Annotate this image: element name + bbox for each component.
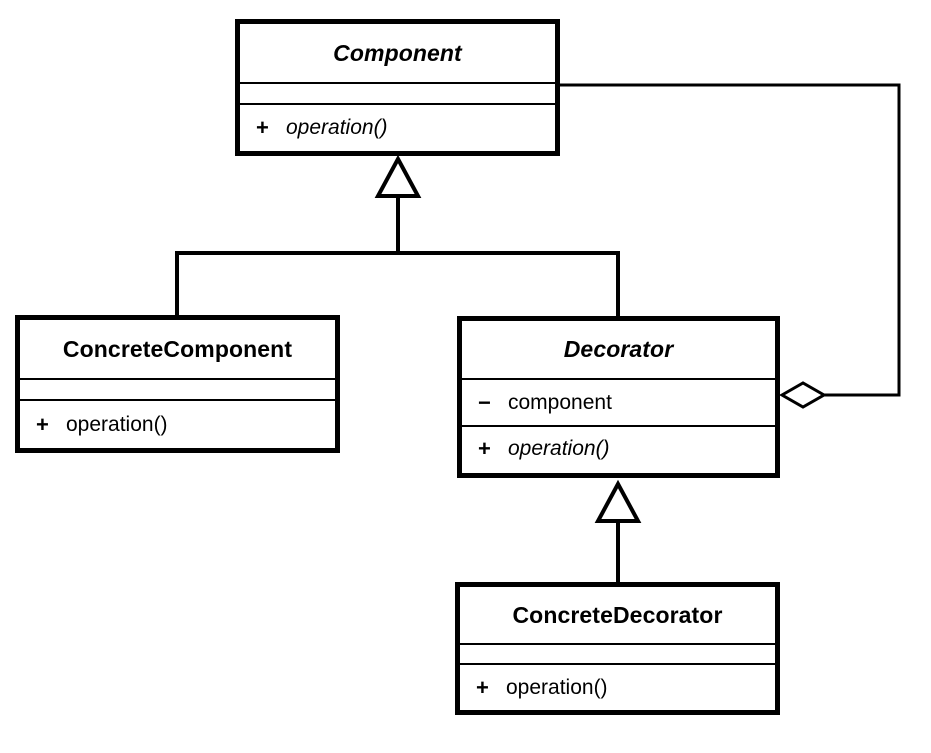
visibility-marker: − <box>478 389 491 415</box>
class-name-concretedecorator: ConcreteDecorator <box>460 587 775 643</box>
class-name-component: Component <box>240 24 555 82</box>
hollow-triangle-icon <box>374 154 422 198</box>
hollow-triangle-icon <box>594 479 642 523</box>
visibility-marker: + <box>256 115 269 140</box>
visibility-marker: + <box>478 436 491 461</box>
visibility-marker: + <box>476 674 489 700</box>
operation-concretedecorator-operation: + operation() <box>460 663 775 710</box>
operation-decorator-operation: + operation() <box>462 425 775 471</box>
aggregation-decorator-to-component <box>558 83 901 409</box>
uml-class-concretecomponent[interactable]: ConcreteComponent + operation() <box>15 315 340 453</box>
generalization-concretedecorator-to-decorator <box>594 479 642 584</box>
attributes-compartment-concretedecorator <box>460 643 775 663</box>
uml-class-decorator[interactable]: Decorator − component + operation() <box>457 316 780 478</box>
attribute-label: component <box>508 390 612 414</box>
operation-component-operation: + operation() <box>240 103 555 151</box>
attributes-compartment-component <box>240 82 555 103</box>
attributes-compartment-concretecomponent <box>20 378 335 399</box>
uml-class-concretedecorator[interactable]: ConcreteDecorator + operation() <box>455 582 780 715</box>
operation-concretecomponent-operation: + operation() <box>20 399 335 448</box>
hollow-diamond-icon <box>778 381 828 409</box>
generalization-component-trunk <box>374 154 422 253</box>
uml-class-component[interactable]: Component + operation() <box>235 19 560 156</box>
class-name-decorator: Decorator <box>462 321 775 378</box>
class-name-concretecomponent: ConcreteComponent <box>20 320 335 378</box>
operation-label: operation() <box>286 116 388 139</box>
operation-label: operation() <box>508 437 610 460</box>
attribute-decorator-component: − component <box>462 378 775 425</box>
visibility-marker: + <box>36 411 49 437</box>
operation-label: operation() <box>66 412 168 436</box>
operation-label: operation() <box>506 675 608 699</box>
